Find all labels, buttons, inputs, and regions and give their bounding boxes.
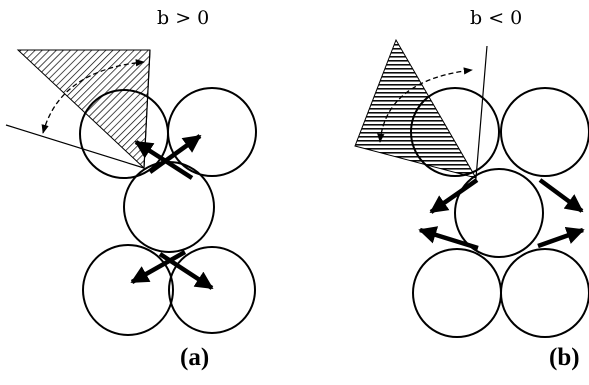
panel-b-force-arrow-upper-right <box>538 178 584 213</box>
panel-a-angle-arc <box>41 59 145 134</box>
panel-b-particle-bottom-right <box>500 248 589 338</box>
panel-b-particle-top-right <box>500 87 589 177</box>
panel-a-particle-center <box>123 161 215 253</box>
panel-b-particle-center <box>454 168 544 258</box>
panel-b-force-arrow-lower-right <box>537 226 585 249</box>
panel-b-condition: b < 0 <box>470 7 522 29</box>
panel-b: b < 0 (b) <box>354 7 589 371</box>
panel-a-force-arrow-upper-right <box>148 134 202 174</box>
panel-a-tag: (a) <box>180 344 209 371</box>
panel-a-tangent-line <box>5 124 145 169</box>
panel-b-force-arrow-upper-left <box>429 178 479 214</box>
panel-a-force-arrow-lower-left <box>130 250 187 284</box>
panel-b-normal-line <box>475 45 488 179</box>
panel-a-particle-bottom-right <box>168 246 256 334</box>
panel-b-particle-bottom-left <box>412 248 502 338</box>
panel-b-tag: (b) <box>549 344 580 371</box>
panel-a-condition: b > 0 <box>157 7 209 29</box>
panel-a: b > 0 (a) <box>5 7 257 371</box>
panel-a-force-arrow-lower-right <box>158 252 214 290</box>
panel-b-force-arrow-lower-left <box>418 226 479 251</box>
panel-a-particle-top-right <box>167 87 257 177</box>
panel-b-friction-wedge <box>354 38 478 179</box>
panel-b-angle-arc <box>377 67 473 143</box>
panel-a-particle-bottom-left <box>82 244 174 336</box>
